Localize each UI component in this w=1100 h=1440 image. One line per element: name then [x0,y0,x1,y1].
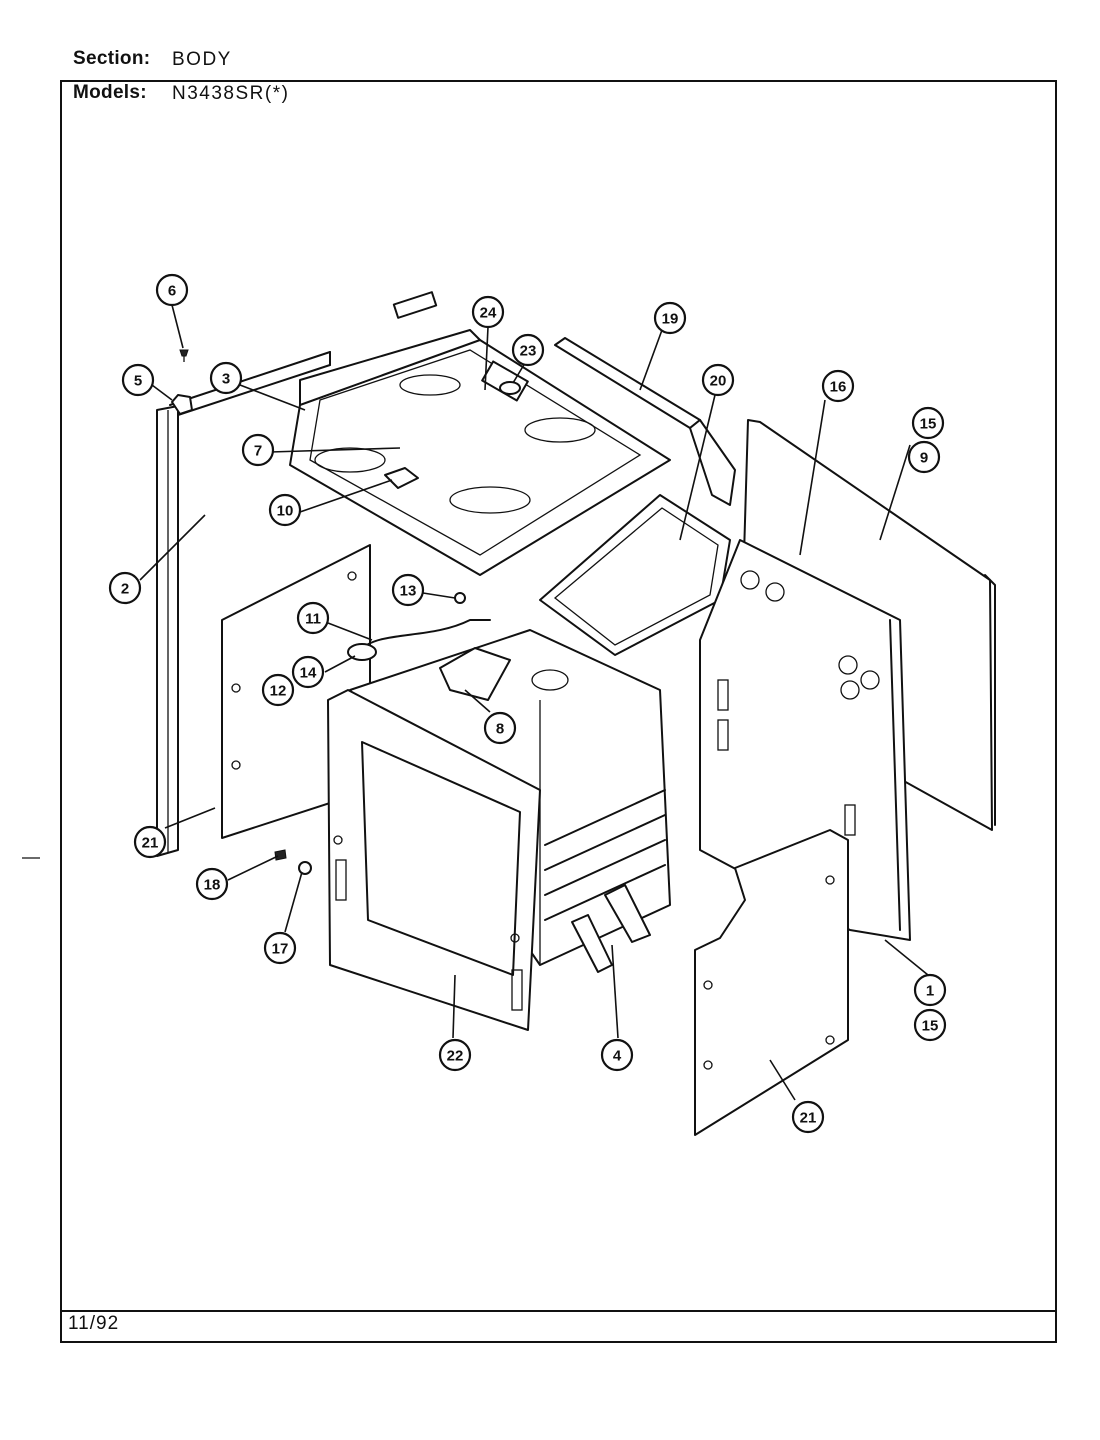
callout-6: 6 [155,273,189,307]
callout-label: 17 [272,941,289,958]
callout-label: 16 [830,379,847,396]
callout-label: 15 [920,416,937,433]
callout-8: 8 [483,711,517,745]
callout-19: 19 [653,301,687,335]
callout-18: 18 [195,867,229,901]
section-value: BODY [172,49,232,70]
callout-3: 3 [209,361,243,395]
part-rear-rail [554,337,736,506]
callout-23: 23 [511,333,545,367]
models-value: N3438SR(*) [172,83,290,104]
callout-16: 16 [821,369,855,403]
callout-22: 22 [438,1038,472,1072]
callout-label: 21 [142,835,159,852]
part-top-pan [289,291,671,576]
callout-label: 12 [270,683,287,700]
callout-label: 23 [520,343,537,360]
footer-date: 11/92 [68,1313,120,1334]
callout-label: 9 [920,450,928,467]
part-clip [171,394,193,415]
callout-label: 13 [400,583,417,600]
callout-label: 24 [480,305,497,322]
callout-15: 15 [911,406,945,440]
callout-21: 21 [133,825,167,859]
part-mount-bracket [439,647,511,701]
callout-label: 8 [496,721,504,738]
callout-11: 11 [296,601,330,635]
callout-5: 5 [121,363,155,397]
callout-label: 11 [305,611,321,628]
part-bracket [384,467,419,489]
callout-label: 14 [300,665,317,682]
callout-label: 5 [134,373,142,390]
part-right-side-panel [699,539,911,941]
callout-label: 18 [204,877,221,894]
callout-9: 9 [907,440,941,474]
callout-label: 22 [447,1048,464,1065]
callout-2: 2 [108,571,142,605]
section-label: Section: [73,48,151,69]
callout-label: 7 [254,443,262,460]
callout-10: 10 [268,493,302,527]
callout-label: 3 [222,371,230,388]
callout-14: 14 [291,655,325,689]
part-tray [539,494,731,656]
callout-13: 13 [391,573,425,607]
callout-group: 6 5 3 24 23 19 20 16 15 9 7 10 2 13 11 14 12 8 21 18 17 22 4 1 1… [108,273,947,1134]
callout-label: 6 [168,283,176,300]
part-burner-cap [499,381,521,395]
callout-4: 4 [600,1038,634,1072]
callout-20: 20 [701,363,735,397]
callout-label: 15 [922,1018,939,1035]
callout-17: 17 [263,931,297,965]
callout-21: 21 [791,1100,825,1134]
callout-7: 7 [241,433,275,467]
callout-label: 1 [926,983,934,1000]
callout-label: 10 [277,503,294,520]
models-label: Models: [73,82,147,103]
callout-label: 20 [710,373,727,390]
part-screw-top [179,349,189,362]
callout-24: 24 [471,295,505,329]
callout-label: 4 [613,1048,622,1065]
callout-12: 12 [261,673,295,707]
callout-label: 19 [662,311,679,328]
callout-1: 1 [913,973,947,1007]
part-nut [454,592,466,604]
part-washer [298,861,312,875]
part-hinge [571,884,651,973]
callout-label: 21 [800,1110,817,1127]
callout-label: 2 [121,581,129,598]
diagram-frame [60,80,1057,1343]
part-lower-side-panel [694,829,849,1136]
part-front-frame [327,689,541,1031]
footer-divider [60,1310,1057,1312]
callout-15: 15 [913,1008,947,1042]
part-side-trim [156,351,331,857]
leader-lines [139,304,929,1101]
part-screw [274,849,287,861]
